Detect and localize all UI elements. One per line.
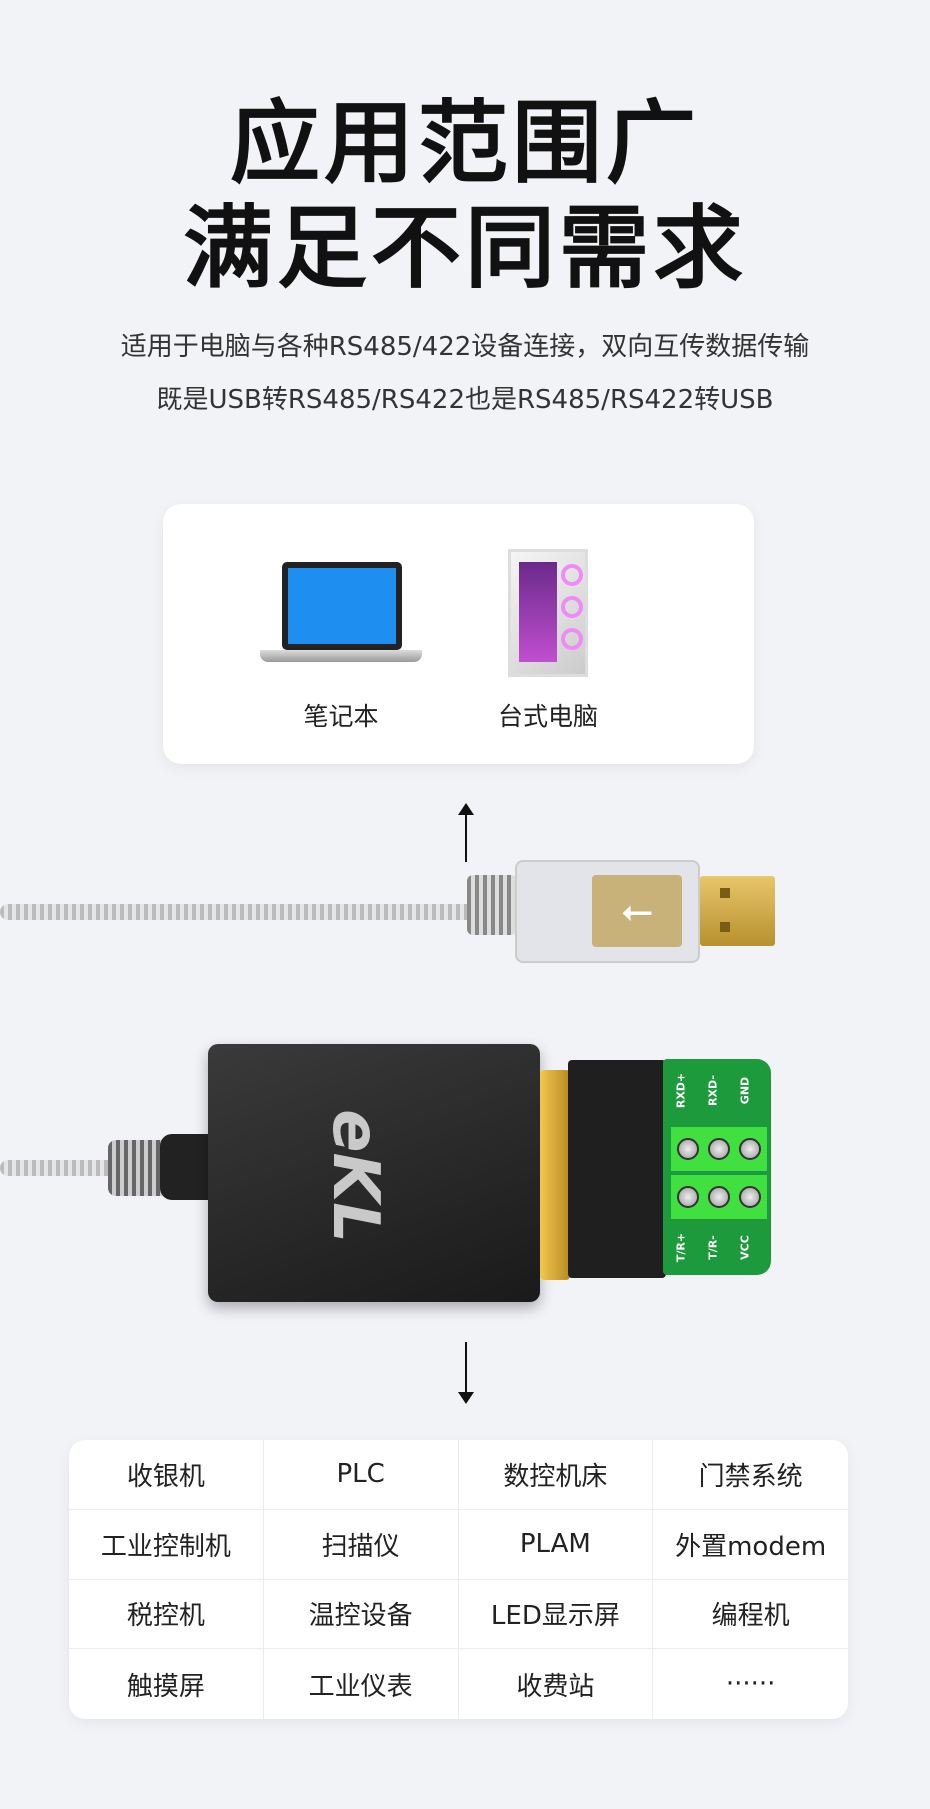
application-cell: 触摸屏	[69, 1649, 264, 1719]
application-cell: ······	[725, 1669, 776, 1700]
cable-strain-relief	[108, 1140, 168, 1196]
laptop-icon	[260, 562, 422, 680]
usb-plug	[467, 875, 517, 935]
application-cell: PLAM	[458, 1509, 654, 1580]
pin-label: RXD+	[674, 1072, 688, 1109]
headline-line2: 满足不同需求	[183, 196, 747, 301]
application-cell: LED显示屏	[458, 1579, 654, 1650]
application-cell: 收费站	[459, 1649, 654, 1719]
application-cell: 编程机	[653, 1580, 848, 1650]
subtitle-line2: 既是USB转RS485/RS422也是RS485/RS422转USB	[156, 385, 774, 415]
application-cell: PLC	[263, 1440, 459, 1510]
device-cable	[0, 1160, 130, 1176]
host-devices-card: 笔记本 台式电脑	[163, 504, 754, 764]
adapter-body: eKL	[208, 1044, 540, 1302]
application-cell: 收银机	[69, 1440, 264, 1510]
usb-symbol-icon: ⭠	[592, 875, 682, 947]
usb-cable	[0, 904, 480, 920]
desktop-pc-icon	[508, 549, 588, 677]
host-label-laptop: 笔记本	[303, 702, 379, 731]
application-cell: 数控机床	[458, 1440, 654, 1510]
application-cell: 门禁系统	[653, 1440, 848, 1510]
ekl-logo: eKL	[317, 1109, 392, 1243]
pin-label: VCC	[738, 1235, 752, 1260]
application-cell: 税控机	[69, 1579, 264, 1650]
application-cell: 扫描仪	[263, 1509, 459, 1580]
terminal-block-board: RXD+ RXD- GND T/R+ T/R- VCC	[663, 1059, 771, 1275]
applications-table: 收银机 PLC 数控机床 门禁系统 工业控制机 扫描仪 PLAM 外置modem…	[69, 1440, 848, 1719]
application-cell: 外置modem	[653, 1510, 848, 1580]
db9-housing	[568, 1060, 666, 1278]
usb-connector	[700, 876, 775, 946]
db9-connector	[540, 1070, 570, 1280]
headline-line1: 应用范围广	[230, 91, 700, 196]
pin-label: T/R-	[706, 1235, 720, 1260]
pin-label: RXD-	[706, 1075, 720, 1106]
application-cell: 温控设备	[263, 1579, 459, 1650]
subtitle-line1: 适用于电脑与各种RS485/422设备连接，双向互传数据传输	[120, 332, 810, 362]
application-cell: 工业控制机	[69, 1509, 264, 1580]
pin-label: GND	[738, 1076, 752, 1105]
application-cell: 工业仪表	[264, 1649, 459, 1719]
host-label-desktop: 台式电脑	[497, 702, 598, 731]
pin-label: T/R+	[674, 1232, 688, 1263]
